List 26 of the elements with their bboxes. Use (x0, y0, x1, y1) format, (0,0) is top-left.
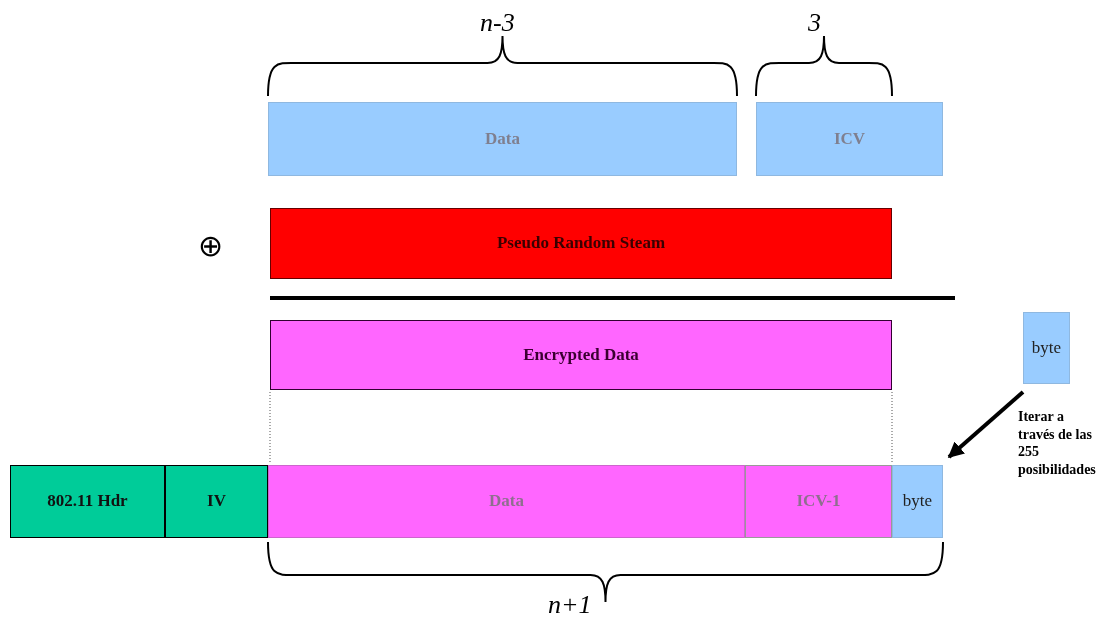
field-label: byte (1031, 338, 1062, 358)
brace-label: n+1 (548, 590, 592, 618)
field-label: Data (485, 129, 520, 149)
field-block (270, 320, 892, 390)
field-block (268, 102, 737, 176)
stream-bar (270, 208, 892, 279)
field-block (756, 102, 943, 176)
field-label: Data (489, 492, 524, 511)
field-label: Pseudo Random Steam (496, 234, 666, 253)
note-text: Iterar a través de las 255 posibilidades (1018, 408, 1097, 478)
field-block (165, 465, 268, 538)
byte-block (1023, 312, 1070, 384)
field-label: byte (902, 492, 933, 511)
field-label: ICV (833, 129, 866, 149)
field-block (268, 465, 745, 538)
field-label: ICV-1 (796, 492, 841, 511)
header-block (10, 465, 165, 538)
xor-symbol: ⊕ (198, 228, 223, 263)
brace-label: n-3 (480, 8, 515, 38)
arrow (947, 390, 1025, 459)
field-label: 802.11 Hdr (47, 492, 128, 511)
field-label: Encrypted Data (523, 345, 639, 365)
field-block (745, 465, 892, 538)
brace-label: 3 (808, 8, 821, 38)
field-label: IV (207, 492, 226, 511)
byte-block (892, 465, 943, 538)
